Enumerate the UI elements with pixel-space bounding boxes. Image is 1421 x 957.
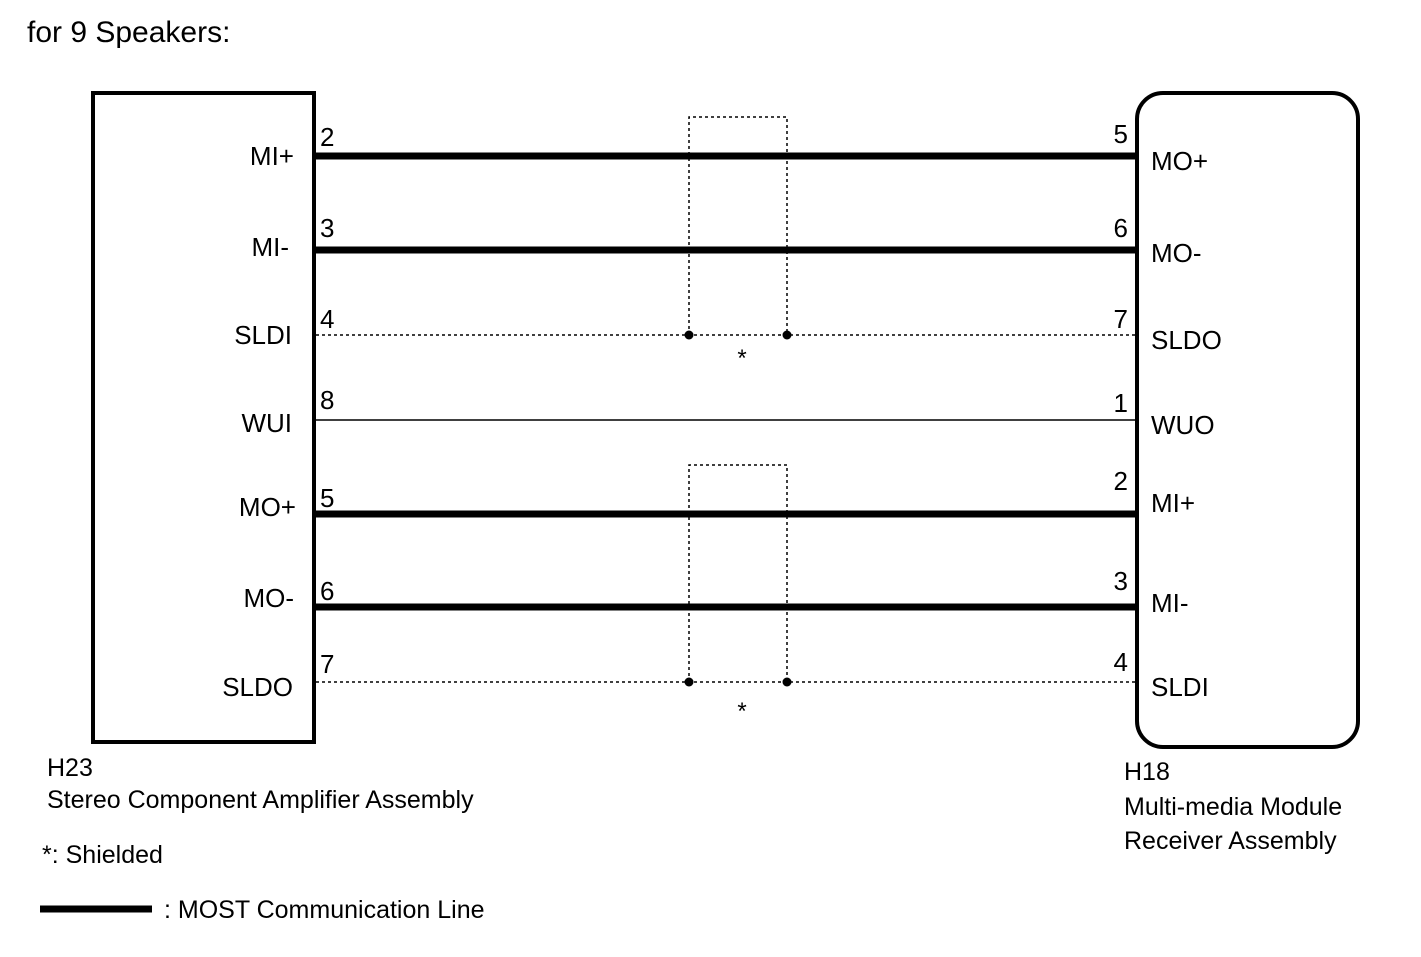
right-connector-code: H18 xyxy=(1124,758,1170,786)
left-pin-number: 8 xyxy=(320,385,334,415)
left-terminal-label: MI+ xyxy=(250,141,294,171)
right-pin-number: 3 xyxy=(1114,566,1128,596)
left-connector-name: Stereo Component Amplifier Assembly xyxy=(47,786,474,814)
shield-asterisk: * xyxy=(737,345,746,372)
right-pin-number: 7 xyxy=(1114,304,1128,334)
right-terminal-label: MI+ xyxy=(1151,488,1195,518)
left-connector-code: H23 xyxy=(47,754,93,782)
right-pin-number: 5 xyxy=(1114,119,1128,149)
left-terminal-label: MO- xyxy=(243,583,294,613)
shield-asterisk: * xyxy=(737,698,746,725)
left-pin-number: 2 xyxy=(320,122,334,152)
right-terminal-label: MO+ xyxy=(1151,146,1208,176)
left-pin-number: 5 xyxy=(320,483,334,513)
right-terminal-label: MI- xyxy=(1151,588,1189,618)
left-terminal-label: MO+ xyxy=(239,492,296,522)
left-terminal-label: SLDO xyxy=(222,672,293,702)
right-pin-number: 1 xyxy=(1114,388,1128,418)
right-pin-number: 6 xyxy=(1114,213,1128,243)
right-terminal-label: SLDO xyxy=(1151,325,1222,355)
left-pin-number: 6 xyxy=(320,576,334,606)
left-terminal-label: WUI xyxy=(241,408,292,438)
left-pin-number: 7 xyxy=(320,649,334,679)
shield-top xyxy=(684,116,792,340)
shield-bottom xyxy=(684,464,792,687)
right-terminal-label: MO- xyxy=(1151,238,1202,268)
left-terminal-label: SLDI xyxy=(234,320,292,350)
right-connector-name-line1: Multi-media Module xyxy=(1124,793,1342,821)
diagram-heading: for 9 Speakers: xyxy=(27,16,230,49)
legend-shielded: *: Shielded xyxy=(42,841,163,869)
left-connector-box xyxy=(91,91,316,744)
right-terminal-label: WUO xyxy=(1151,410,1215,440)
left-pin-number: 3 xyxy=(320,213,334,243)
left-terminal-label: MI- xyxy=(251,232,289,262)
legend-most-line-label: : MOST Communication Line xyxy=(164,896,485,924)
left-pin-number: 4 xyxy=(320,304,334,334)
right-pin-number: 2 xyxy=(1114,466,1128,496)
right-pin-number: 4 xyxy=(1114,647,1128,677)
right-connector-name-line2: Receiver Assembly xyxy=(1124,827,1337,855)
right-terminal-label: SLDI xyxy=(1151,672,1209,702)
